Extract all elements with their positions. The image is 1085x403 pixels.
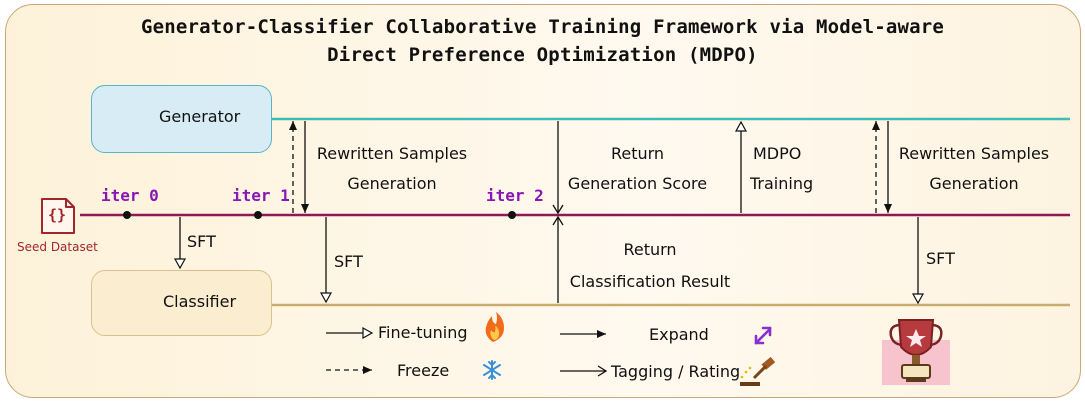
gavel-icon <box>740 356 776 386</box>
seed-icon-text: {} <box>48 206 67 224</box>
sft-label-1: SFT <box>334 252 363 271</box>
iter-0-dot <box>123 211 131 219</box>
generation-label-1: Generation <box>347 174 437 193</box>
iter-0-label: iter 0 <box>101 186 159 205</box>
return-label-2: Return <box>623 240 677 259</box>
trophy-icon <box>882 319 950 385</box>
generator-box <box>91 85 272 153</box>
title-line-1: Generator-Classifier Collaborative Train… <box>140 16 945 38</box>
legend-expand-label: Expand <box>649 325 709 344</box>
iter-1-dot <box>254 211 262 219</box>
sft-label-2: SFT <box>926 249 955 268</box>
classification-result-label: Classification Result <box>569 272 731 291</box>
mdpo-label: MDPO <box>753 144 802 163</box>
sft-label-0: SFT <box>187 232 216 251</box>
rewritten-samples-label-2: Rewritten Samples <box>898 144 1050 163</box>
rewritten-samples-label-1: Rewritten Samples <box>316 144 468 163</box>
legend-tagging-label: Tagging / Rating <box>611 362 741 381</box>
classifier-label: Classifier <box>163 292 237 311</box>
title-line-2: Direct Preference Optimization (MDPO) <box>327 44 758 66</box>
legend-finetuning-label: Fine-tuning <box>378 323 468 342</box>
generator-label: Generator <box>159 107 241 126</box>
classifier-box <box>91 270 272 336</box>
training-label: Training <box>750 174 814 193</box>
generation-score-label: Generation Score <box>567 174 708 193</box>
seed-dataset-label: Seed Dataset <box>17 240 98 254</box>
snowflake-icon <box>483 360 501 380</box>
iter-2-label: iter 2 <box>486 186 544 205</box>
generation-label-2: Generation <box>929 174 1019 193</box>
fire-icon <box>485 312 504 342</box>
expand-icon <box>754 326 772 345</box>
seed-dataset-icon <box>41 198 75 234</box>
iter-2-dot <box>508 211 516 219</box>
return-label-1: Return <box>610 144 665 163</box>
legend-freeze-label: Freeze <box>397 361 450 380</box>
iter-1-label: iter 1 <box>232 186 290 205</box>
